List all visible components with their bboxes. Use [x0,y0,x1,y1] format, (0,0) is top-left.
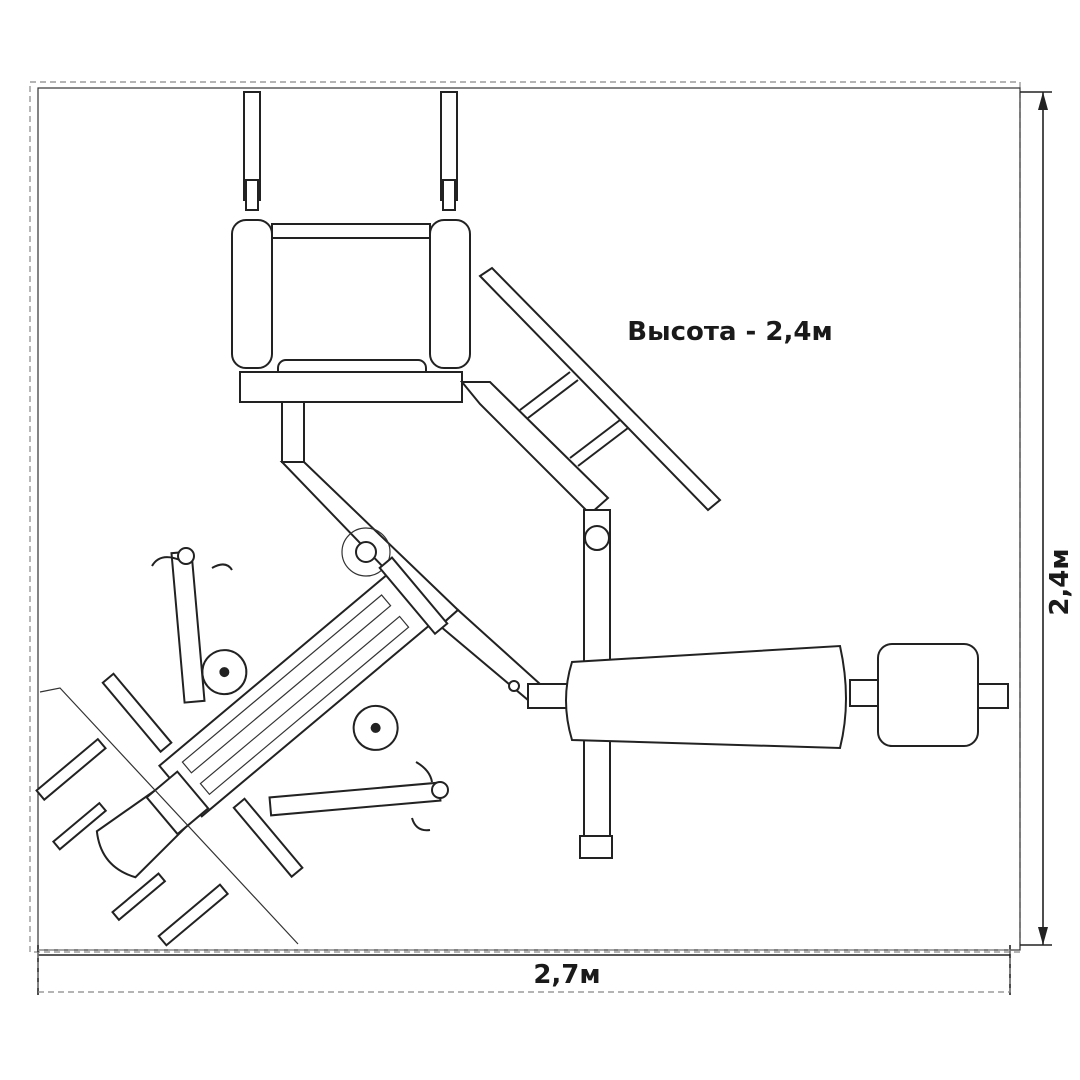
dip-station [231,91,471,463]
leg-press-station [35,556,449,947]
left-base-plate [39,687,299,945]
width-label: 2,7м [533,960,600,990]
bench [565,643,1009,750]
depth-dimension-line [1020,91,1052,946]
height-label: Высота - 2,4м [627,317,832,347]
handle-left [151,547,233,704]
pull-up-ladder [478,266,722,512]
width-dimension-line [37,945,1011,995]
handle-right [268,761,449,832]
depth-label: 2,4м [1045,548,1075,615]
